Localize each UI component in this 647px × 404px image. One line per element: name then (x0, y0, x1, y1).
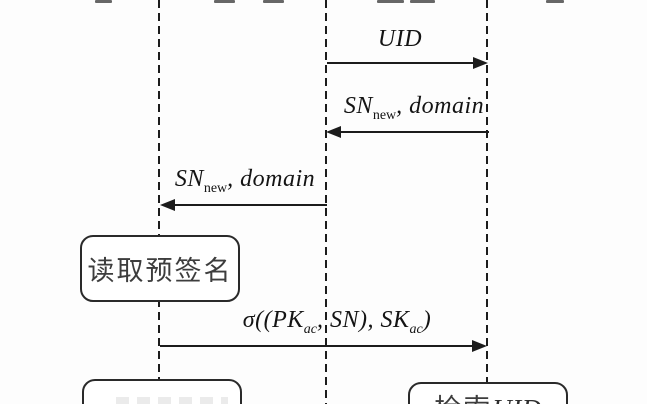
crop-artifact (377, 0, 404, 3)
crop-artifact (214, 0, 235, 3)
crop-artifact (263, 0, 284, 3)
box-read-presignature: 读取预签名 (80, 235, 240, 302)
message-label-sigma: σ((PKac, SN), SKac) (242, 307, 432, 337)
message-label-sn-domain-2: SNnew, domain (174, 166, 316, 196)
lifeline-right (486, 0, 488, 404)
arrowhead-right-icon (472, 340, 487, 352)
faint-text-remnant (116, 397, 228, 404)
arrowhead-right-icon (473, 57, 488, 69)
arrowhead-left-icon (326, 126, 341, 138)
crop-artifact (95, 0, 112, 3)
box-retrieve-uid-label: 检索UID (434, 387, 542, 404)
box-read-presignature-label: 读取预签名 (87, 256, 233, 287)
lifeline-middle (325, 0, 327, 404)
message-line-sigma (160, 345, 474, 347)
arrowhead-left-icon (160, 199, 175, 211)
message-line-sn-domain-1 (340, 131, 489, 133)
lifeline-left (158, 0, 160, 404)
box-bottom-left-cut (82, 379, 242, 404)
crop-artifact (410, 0, 435, 3)
message-label-uid: UID (377, 26, 423, 52)
message-line-sn-domain-2 (174, 204, 327, 206)
crop-artifact (546, 0, 564, 3)
message-label-sn-domain-1: SNnew, domain (343, 93, 485, 123)
message-line-uid (327, 62, 476, 64)
box-retrieve-uid: 检索UID (408, 382, 568, 404)
